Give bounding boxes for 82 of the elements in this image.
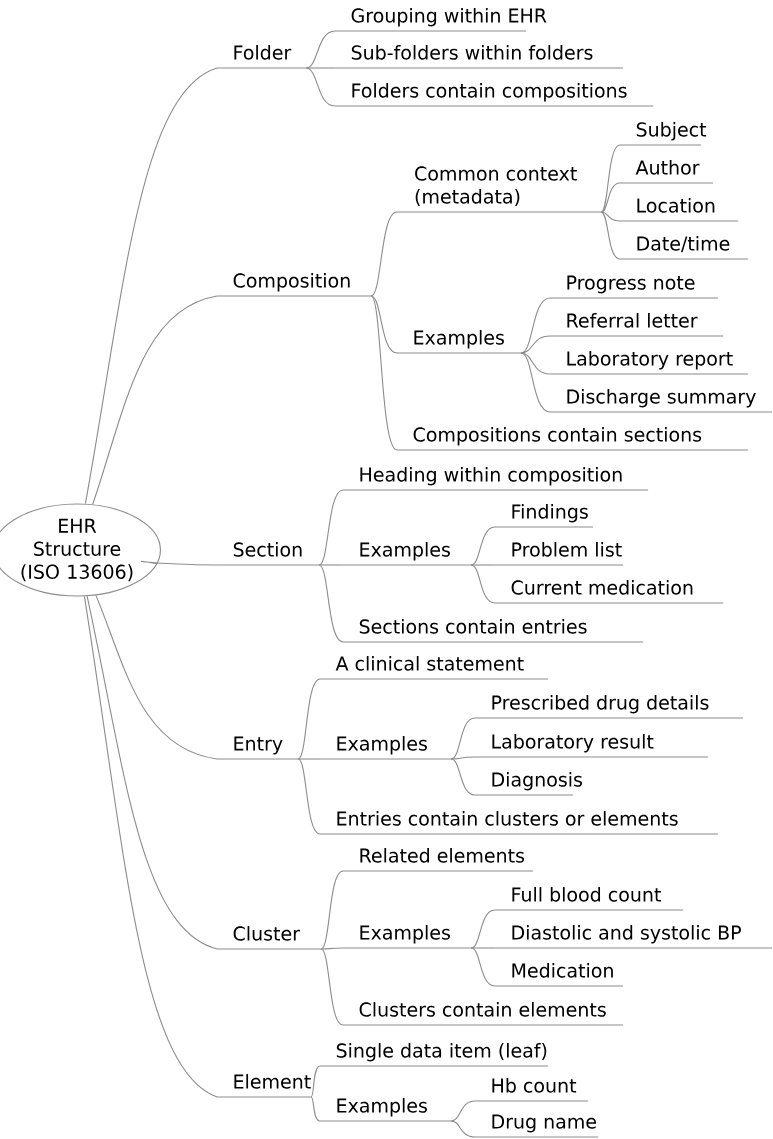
topic-label: Examples: [396, 330, 522, 354]
branch-line: [600, 182, 621, 213]
topic-label: Examples: [342, 542, 472, 566]
branch-line: [470, 909, 496, 949]
branch-line: [450, 717, 476, 760]
topic-label: Composition: [216, 273, 372, 297]
branch-line: [320, 870, 344, 950]
branch-line: [450, 1120, 476, 1138]
topic-label: Location: [619, 198, 739, 222]
branch-line: [600, 144, 621, 213]
topic-label: Laboratory report: [549, 351, 749, 375]
branch-line: [84, 67, 218, 505]
topic-label: Current medication: [494, 580, 724, 604]
topic-label: Subject: [619, 122, 707, 146]
topic-label: Compositions contain sections: [396, 427, 749, 451]
topic-label: Heading within composition: [342, 467, 649, 491]
branch-line: [140, 560, 218, 566]
topic-label: Folder: [216, 45, 307, 69]
branch-line: [305, 67, 336, 107]
topic-label: A clinical statement: [319, 656, 549, 680]
topic-label: Findings: [494, 504, 594, 528]
topic-label: Examples: [319, 736, 452, 760]
topic-label: Sub-folders within folders: [334, 45, 624, 69]
topic-label: Sections contain entries: [342, 619, 644, 643]
topic-label: Full blood count: [494, 887, 684, 911]
topic-label: Author: [619, 160, 714, 184]
branch-line: [318, 489, 344, 566]
branch-line: [370, 295, 398, 451]
branch-line: [305, 67, 336, 69]
topic-label: Diagnosis: [474, 772, 582, 796]
topic-label: Element: [216, 1074, 312, 1098]
branch-line: [310, 1065, 321, 1098]
branch-line: [297, 678, 321, 760]
branch-line: [520, 297, 551, 354]
topic-label: Diastolic and systolic BP: [494, 925, 773, 949]
topic-label: Medication: [494, 963, 624, 987]
topic-label: Folders contain compositions: [334, 83, 654, 107]
branch-line: [95, 594, 218, 760]
topic-label: Entry: [216, 736, 299, 760]
branch-line: [520, 335, 551, 354]
branch-line: [92, 295, 218, 505]
topic-label: Drug name: [474, 1114, 599, 1138]
branch-line: [470, 526, 496, 566]
branch-line: [450, 1100, 476, 1122]
branch-line: [297, 758, 321, 835]
branch-line: [83, 595, 218, 1098]
topic-label: Date/time: [619, 236, 749, 260]
topic-label: Examples: [319, 1098, 452, 1122]
branch-line: [310, 1096, 321, 1122]
branch-line: [470, 947, 496, 987]
branch-line: [470, 564, 496, 566]
branch-line: [450, 758, 476, 796]
topic-label: Referral letter: [549, 313, 724, 337]
topic-label: Prescribed drug details: [474, 695, 744, 719]
topic-label: Related elements: [342, 848, 534, 872]
topic-label: Cluster: [216, 926, 322, 950]
topic-label: Progress note: [549, 275, 719, 299]
branch-line: [370, 295, 398, 354]
branch-line: [600, 211, 621, 222]
branch-line: [320, 947, 344, 950]
topic-label: Discharge summary: [549, 389, 773, 413]
branch-line: [318, 564, 344, 566]
branch-line: [600, 211, 621, 260]
topic-label: Laboratory result: [474, 734, 709, 758]
topic-label: Entries contain clusters or elements: [319, 811, 719, 835]
branch-line: [297, 758, 321, 760]
topic-label: Common context (metadata): [396, 166, 602, 213]
branch-line: [450, 756, 476, 760]
topic-label: Hb count: [474, 1078, 589, 1102]
branch-line: [470, 564, 496, 604]
branch-line: [370, 211, 398, 297]
branch-line: [470, 947, 496, 949]
branch-line: [520, 352, 551, 413]
branch-line: [318, 564, 344, 643]
topic-label: Section: [216, 542, 320, 566]
topic-label: Grouping within EHR: [334, 8, 547, 32]
topic-label: Problem list: [494, 542, 624, 566]
topic-label: Examples: [342, 925, 472, 949]
topic-label: Clusters contain elements: [342, 1002, 624, 1026]
branch-line: [86, 595, 218, 950]
topic-label: Single data item (leaf): [319, 1043, 549, 1067]
branch-line: [320, 948, 344, 1026]
